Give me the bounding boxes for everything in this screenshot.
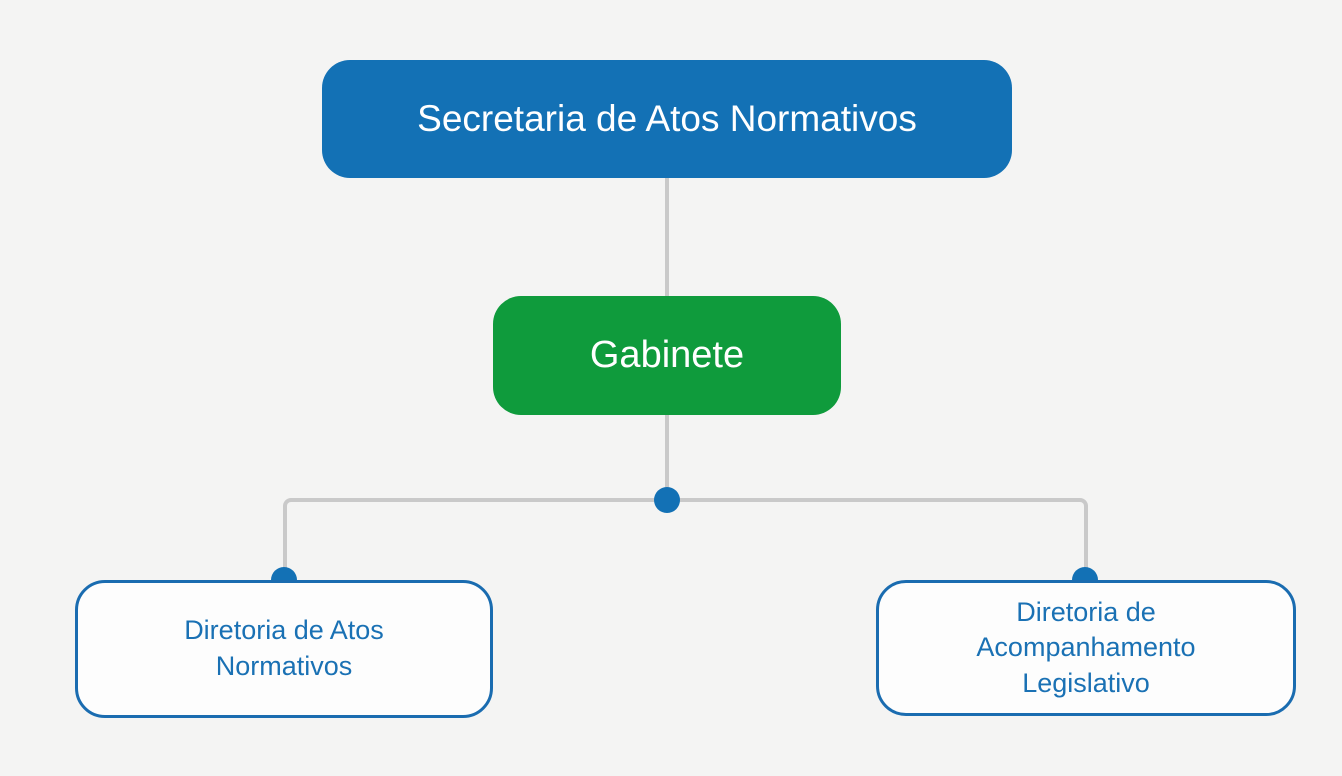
junction-dot-center xyxy=(654,487,680,513)
node-diretoria-atos-normativos[interactable]: Diretoria de Atos Normativos xyxy=(75,580,493,718)
connector-branch-right xyxy=(667,498,1088,582)
node-diretoria-acompanhamento-legislativo[interactable]: Diretoria de Acompanhamento Legislativo xyxy=(876,580,1296,716)
node-secretaria-label: Secretaria de Atos Normativos xyxy=(417,98,917,139)
connector-branch-left xyxy=(283,498,667,582)
node-secretaria-atos-normativos[interactable]: Secretaria de Atos Normativos xyxy=(322,60,1012,178)
node-gabinete-label: Gabinete xyxy=(589,334,745,376)
connector-gabinete-to-branch xyxy=(665,413,669,502)
node-diretoria-acompanhamento-label: Diretoria de Acompanhamento Legislativo xyxy=(976,596,1196,698)
node-gabinete[interactable]: Gabinete xyxy=(493,296,841,415)
connector-root-to-gabinete xyxy=(665,176,669,298)
node-diretoria-atos-label: Diretoria de Atos Normativos xyxy=(184,615,384,681)
